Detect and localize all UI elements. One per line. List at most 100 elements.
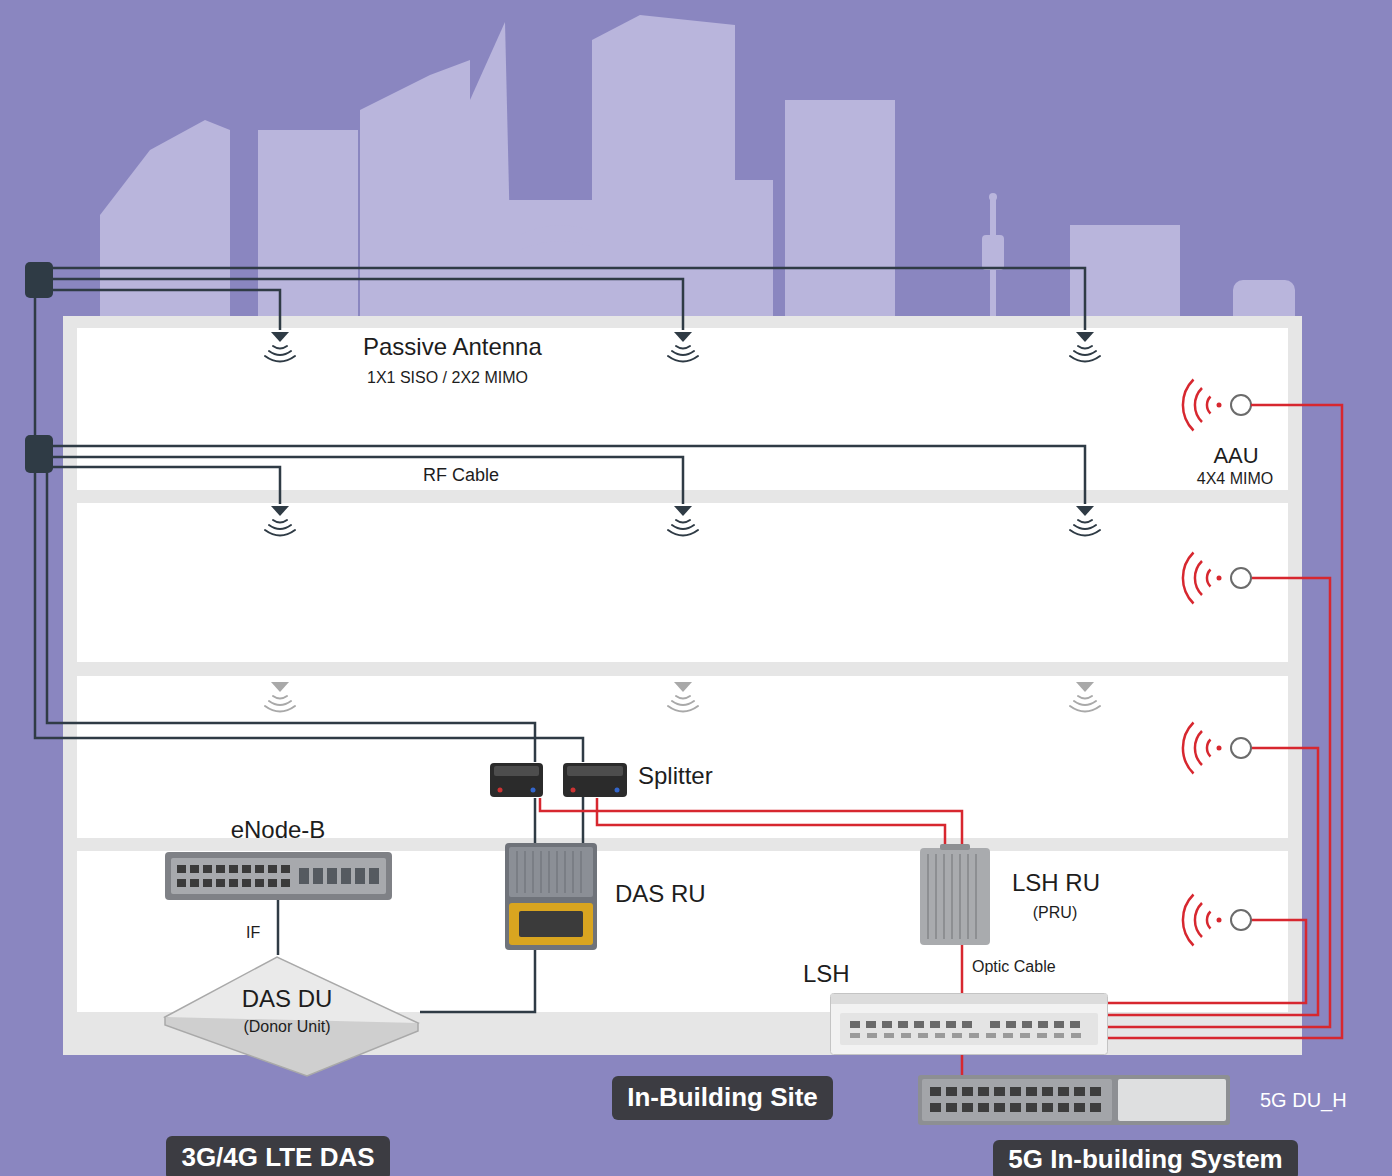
- cable-connector: [961, 1055, 964, 1075]
- lsh-device: [831, 994, 1108, 1055]
- enodeb-device: [255, 865, 264, 873]
- skyline: [735, 180, 773, 320]
- lsh-device: [1054, 1021, 1064, 1028]
- text-label: 1X1 SISO / 2X2 MIMO: [367, 368, 528, 387]
- das-ru-device: DAS RU: [505, 843, 705, 950]
- das-du-device: DAS DU(Donor Unit): [165, 955, 420, 1070]
- skyline: [360, 60, 470, 320]
- das-ru-device: [524, 851, 526, 893]
- passive-antennas: [265, 332, 1100, 712]
- lsh-ru-device: [959, 854, 961, 939]
- skyline: [785, 100, 895, 320]
- du-h-device: [1074, 1103, 1085, 1112]
- enodeb-device: [216, 879, 225, 887]
- das-ru-device: [572, 851, 574, 893]
- rf-cables: [582, 797, 585, 843]
- cable-connector: [597, 798, 945, 848]
- red-cables: [1108, 748, 1318, 1015]
- enodeb-device: [203, 865, 212, 873]
- red-cables: [540, 798, 962, 848]
- splitter-device: Splitter: [488, 762, 730, 798]
- lsh-device: [962, 1021, 972, 1028]
- aau-icon: AAU4X4 MIMO: [1172, 385, 1292, 490]
- du-h-device: [1074, 1087, 1085, 1096]
- text-label: LSH RU: [1012, 869, 1100, 898]
- lsh-ru-device: LSH RU (PRU): [920, 848, 1102, 945]
- text-label: Splitter: [638, 762, 713, 791]
- das-ru-device: [564, 851, 566, 893]
- du-h-device: [978, 1087, 989, 1096]
- tap-boxes: [25, 262, 53, 473]
- lsh-device: [1022, 1021, 1032, 1028]
- enodeb-device: [216, 865, 225, 873]
- lsh-device: [850, 1033, 860, 1038]
- das-ru-device: [516, 851, 518, 893]
- enodeb-device: [229, 879, 238, 887]
- passive-antennas: [1070, 682, 1100, 712]
- cable-connector: [420, 950, 535, 1012]
- skyline: [982, 235, 1004, 270]
- passive-antennas: [265, 332, 295, 362]
- skyline: [592, 15, 735, 320]
- rf-cables: [52, 268, 1085, 330]
- floors: [77, 328, 1288, 1012]
- lsh-ru-device: [967, 854, 969, 939]
- du-h-device: [1090, 1103, 1101, 1112]
- splitter-device: [498, 788, 503, 793]
- lsh-device: [866, 1021, 876, 1028]
- enodeb-device: [177, 879, 186, 887]
- enodeb-device: [327, 868, 337, 884]
- aau-icon: [1251, 404, 1292, 407]
- das-ru-device: [548, 851, 550, 893]
- lsh-device: [1020, 1033, 1030, 1038]
- text-label: RF Cable: [423, 465, 499, 487]
- enodeb-device: [190, 865, 199, 873]
- lsh-device: [884, 1033, 894, 1038]
- enodeb-device: [171, 858, 386, 894]
- enodeb-device: [165, 852, 392, 900]
- splitter-device: [571, 788, 576, 793]
- text-label: Passive Antenna: [363, 333, 542, 362]
- cable-connector: [1108, 405, 1342, 1038]
- text-label: DAS DU: [242, 985, 333, 1014]
- enodeb-device: [203, 879, 212, 887]
- lsh-device: [990, 1021, 1000, 1028]
- lsh-device: [952, 1033, 962, 1038]
- caption-tag: 5G In-building System: [993, 1140, 1298, 1176]
- lsh-ru-device: [927, 854, 929, 939]
- red-cables: [1108, 920, 1306, 1003]
- splitter-device: [490, 763, 543, 797]
- das-du-device: [165, 955, 420, 1070]
- text-label: (PRU): [1033, 903, 1077, 922]
- enodeb-device: [299, 868, 309, 884]
- das-ru-device: [509, 847, 593, 897]
- lsh-device: [831, 994, 1107, 1004]
- du-h-device: [1058, 1103, 1069, 1112]
- lsh-device: [1003, 1033, 1013, 1038]
- lsh-ru-device: [935, 854, 937, 939]
- aau-antennas: [1183, 553, 1251, 946]
- passive-antennas: [1070, 332, 1100, 362]
- du-h-device: [962, 1103, 973, 1112]
- passive-antennas: [265, 506, 295, 536]
- du-h-device: [1058, 1087, 1069, 1096]
- lsh-device: [867, 1033, 877, 1038]
- splitter-device: [563, 763, 627, 797]
- lsh-device: [830, 993, 1108, 1055]
- du-h-device: 5G DU_H: [918, 1075, 1365, 1125]
- du-h-device: [1118, 1079, 1226, 1121]
- aau-antennas: [1183, 895, 1251, 946]
- du-h-device: [946, 1087, 957, 1096]
- du-h-device: [994, 1087, 1005, 1096]
- rf-cables: [52, 446, 1085, 504]
- das-du-device: [165, 1017, 418, 1076]
- du-h-device: [1010, 1103, 1021, 1112]
- tap-boxes: [25, 262, 53, 298]
- lsh-device: [1037, 1033, 1047, 1038]
- lsh-ru-device: [920, 848, 1102, 945]
- enodeb-device: [242, 879, 251, 887]
- lsh-ru-device: [951, 854, 953, 939]
- skyline: [1070, 225, 1180, 320]
- red-cables: [1108, 578, 1330, 1027]
